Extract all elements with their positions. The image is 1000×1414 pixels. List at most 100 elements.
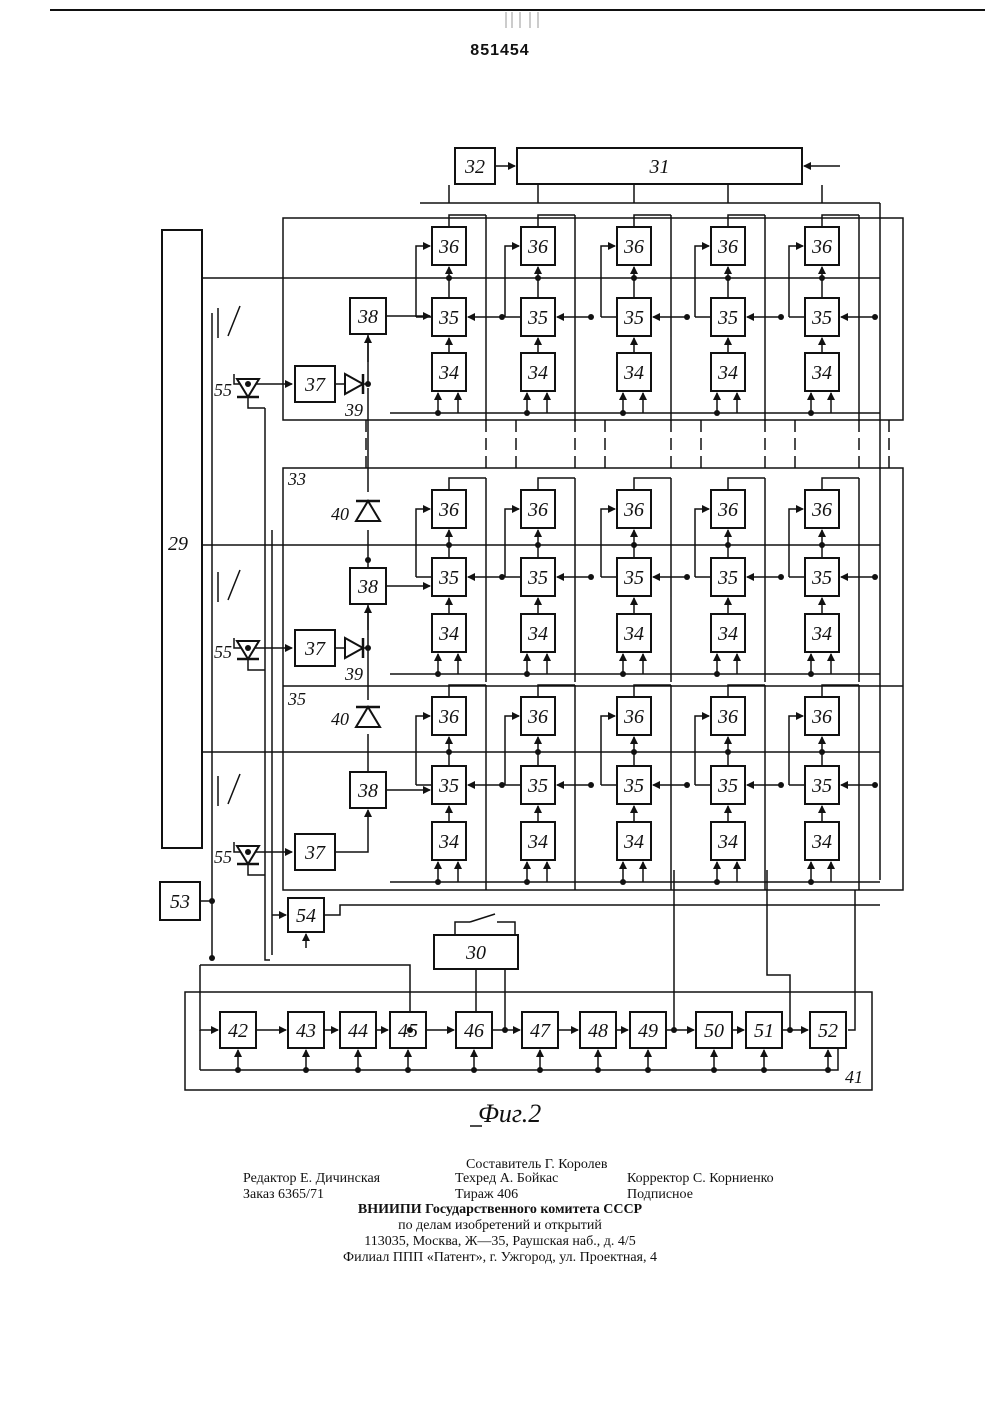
block-48-label: 48 (588, 1020, 608, 1042)
up-36-r3c4 (728, 685, 765, 697)
block-43-label: 43 (296, 1020, 316, 1042)
junction-dot (355, 1067, 361, 1073)
block-38-1-label: 38 (357, 306, 378, 328)
junction-dot (872, 574, 878, 580)
junction-dot (714, 879, 720, 885)
block-34-r2c5-label: 34 (811, 623, 832, 645)
link-54-out (324, 905, 880, 915)
diode-39-2 (345, 638, 363, 658)
junction-dot (631, 749, 637, 755)
ref-33: 33 (287, 469, 306, 489)
junction-dot (209, 898, 215, 904)
junction-dot (365, 557, 371, 563)
junction-dot (435, 410, 441, 416)
junction-dot (535, 275, 541, 281)
junction-dot (761, 1067, 767, 1073)
up-36-r2c4 (728, 478, 765, 490)
ref-40-1: 40 (331, 504, 349, 524)
block-35-r3c5-label: 35 (811, 775, 832, 797)
up-36-r3c1 (449, 685, 486, 697)
block-34-r3c5-label: 34 (811, 831, 832, 853)
block-36-r3c3-label: 36 (623, 706, 644, 728)
junction-dot (524, 879, 530, 885)
loop-36-r1c5 (789, 246, 803, 317)
up-36-r2c3 (634, 478, 671, 490)
junction-dot (365, 381, 371, 387)
credit-circulation: Тираж 406 (455, 1186, 518, 1203)
junction-dot (537, 1067, 543, 1073)
block-36-r2c1-label: 36 (438, 499, 459, 521)
block-37-3-label: 37 (304, 842, 326, 864)
link-55-down-1 (248, 397, 265, 408)
up-36-r2c1 (449, 478, 486, 490)
switch-30-b (497, 922, 515, 935)
block-36-r3c2-label: 36 (527, 706, 548, 728)
junction-dot (446, 542, 452, 548)
block-34-r2c4-label: 34 (717, 623, 738, 645)
figure-caption: Фиг.2 (478, 1099, 541, 1128)
junction-dot (819, 749, 825, 755)
junction-dot (778, 314, 784, 320)
diode-39-1 (345, 374, 363, 394)
feed-42 (200, 965, 218, 1030)
block-52-label: 52 (818, 1020, 838, 1042)
block-34-r3c2-label: 34 (527, 831, 548, 853)
org-line-3: 113035, Москва, Ж—35, Раушская наб., д. … (0, 1234, 1000, 1250)
diode-40-2 (356, 707, 380, 727)
up-36-r2c5 (822, 478, 859, 490)
junction-dot (671, 1027, 677, 1033)
junction-dot (787, 1027, 793, 1033)
block-36-r1c3-label: 36 (623, 236, 644, 258)
credit-editor: Редактор Е. Дичинская (243, 1170, 380, 1187)
junction-dot (435, 879, 441, 885)
block-34-r1c1-label: 34 (438, 362, 459, 384)
junction-dot (778, 574, 784, 580)
credit-corrector: Корректор С. Корниенко (627, 1170, 774, 1187)
credit-subscription: Подписное (627, 1186, 693, 1203)
junction-dot (535, 542, 541, 548)
junction-dot (535, 749, 541, 755)
block-30-label: 30 (465, 942, 486, 964)
block-34-r1c5-label: 34 (811, 362, 832, 384)
junction-dot (588, 574, 594, 580)
junction-dot (446, 749, 452, 755)
up-36-r3c5 (822, 685, 859, 697)
block-36-r3c1-label: 36 (438, 706, 459, 728)
block-36-r3c5-label: 36 (811, 706, 832, 728)
block-49-label: 49 (638, 1020, 658, 1042)
block-36-r2c5-label: 36 (811, 499, 832, 521)
block-38-3-label: 38 (357, 780, 378, 802)
junction-dot (778, 782, 784, 788)
loop-36-r3c2 (505, 716, 519, 785)
junction-dot (209, 955, 215, 961)
junction-dot (235, 1067, 241, 1073)
junction-dot (499, 314, 505, 320)
block-51-label: 51 (754, 1020, 774, 1042)
diode-40-1 (356, 501, 380, 521)
block-34-r3c4-label: 34 (717, 831, 738, 853)
junction-dot (684, 574, 690, 580)
block-35-r1c2-label: 35 (527, 307, 548, 329)
block-35-r1c1-label: 35 (438, 307, 459, 329)
junction-dot (405, 1067, 411, 1073)
credit-order: Заказ 6365/71 (243, 1186, 324, 1203)
ref-35-group: 35 (287, 689, 306, 709)
loop-36-r3c4 (695, 716, 709, 785)
block-34-r2c3-label: 34 (623, 623, 644, 645)
block-37-1-label: 37 (304, 374, 326, 396)
junction-dot (446, 275, 452, 281)
up-36-r3c2 (538, 685, 575, 697)
ref-55-3: 55 (214, 847, 232, 867)
junction-dot (819, 275, 825, 281)
loop-36-r3c1 (416, 716, 430, 785)
loop-36-r3c3 (601, 716, 615, 785)
block-32-label: 32 (464, 156, 485, 178)
block-36-r2c3-label: 36 (623, 499, 644, 521)
junction-dot (588, 314, 594, 320)
junction-dot (303, 1067, 309, 1073)
block-36-r1c1-label: 36 (438, 236, 459, 258)
junction-dot (645, 1067, 651, 1073)
block-35-r2c5-label: 35 (811, 567, 832, 589)
junction-dot (365, 645, 371, 651)
junction-dot (631, 275, 637, 281)
